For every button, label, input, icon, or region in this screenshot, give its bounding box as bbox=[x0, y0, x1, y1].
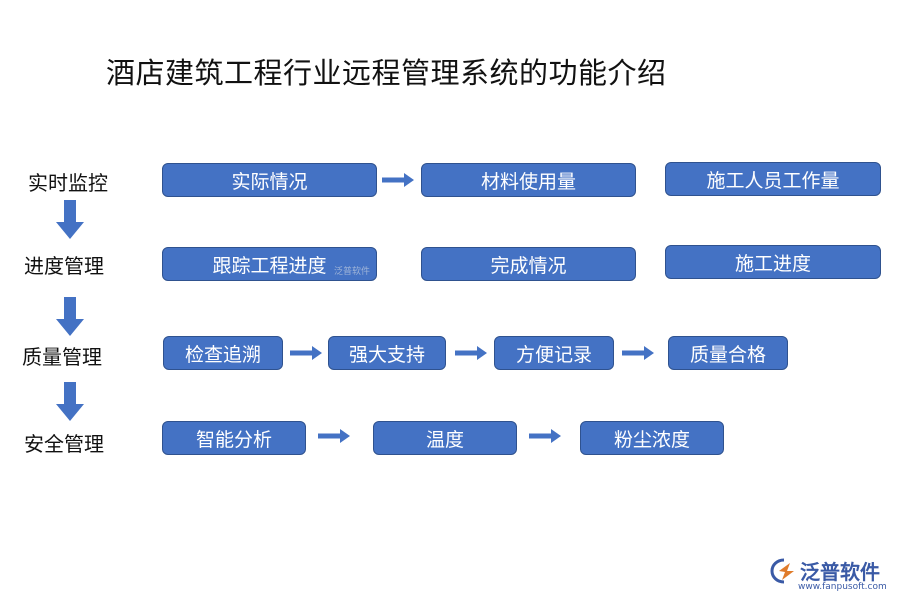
box-track-progress: 跟踪工程进度 bbox=[162, 247, 377, 281]
right-arrow-icon bbox=[318, 429, 350, 443]
row-label-safety: 安全管理 bbox=[24, 432, 104, 456]
box-completion-status: 完成情况 bbox=[421, 247, 636, 281]
watermark-text: 泛普软件 bbox=[334, 267, 371, 277]
logo-url: www.fanpusoft.com bbox=[798, 582, 887, 592]
box-actual-situation: 实际情况 bbox=[162, 163, 377, 197]
box-construction-progress: 施工进度 bbox=[665, 245, 881, 279]
row-label-realtime: 实时监控 bbox=[28, 171, 108, 195]
fanpu-logo-icon bbox=[770, 558, 794, 584]
box-easy-record: 方便记录 bbox=[494, 336, 614, 370]
box-quality-pass: 质量合格 bbox=[668, 336, 788, 370]
box-strong-support: 强大支持 bbox=[328, 336, 446, 370]
down-arrow-icon bbox=[56, 200, 84, 239]
down-arrow-icon bbox=[56, 297, 84, 336]
right-arrow-icon bbox=[455, 346, 487, 360]
box-worker-workload: 施工人员工作量 bbox=[665, 162, 881, 196]
box-smart-analysis: 智能分析 bbox=[162, 421, 306, 455]
right-arrow-icon bbox=[529, 429, 561, 443]
box-temperature: 温度 bbox=[373, 421, 517, 455]
down-arrow-icon bbox=[56, 382, 84, 421]
right-arrow-icon bbox=[382, 173, 414, 187]
box-dust-concentration: 粉尘浓度 bbox=[580, 421, 724, 455]
right-arrow-icon bbox=[622, 346, 654, 360]
row-label-quality: 质量管理 bbox=[22, 345, 102, 369]
brand-logo: 泛普软件 www.fanpusoft.com bbox=[770, 556, 894, 596]
right-arrow-icon bbox=[290, 346, 322, 360]
row-label-progress: 进度管理 bbox=[24, 254, 104, 278]
logo-name: 泛普软件 bbox=[800, 560, 880, 584]
box-material-usage: 材料使用量 bbox=[421, 163, 636, 197]
box-inspect-trace: 检查追溯 bbox=[163, 336, 283, 370]
page-title: 酒店建筑工程行业远程管理系统的功能介绍 bbox=[106, 56, 667, 90]
